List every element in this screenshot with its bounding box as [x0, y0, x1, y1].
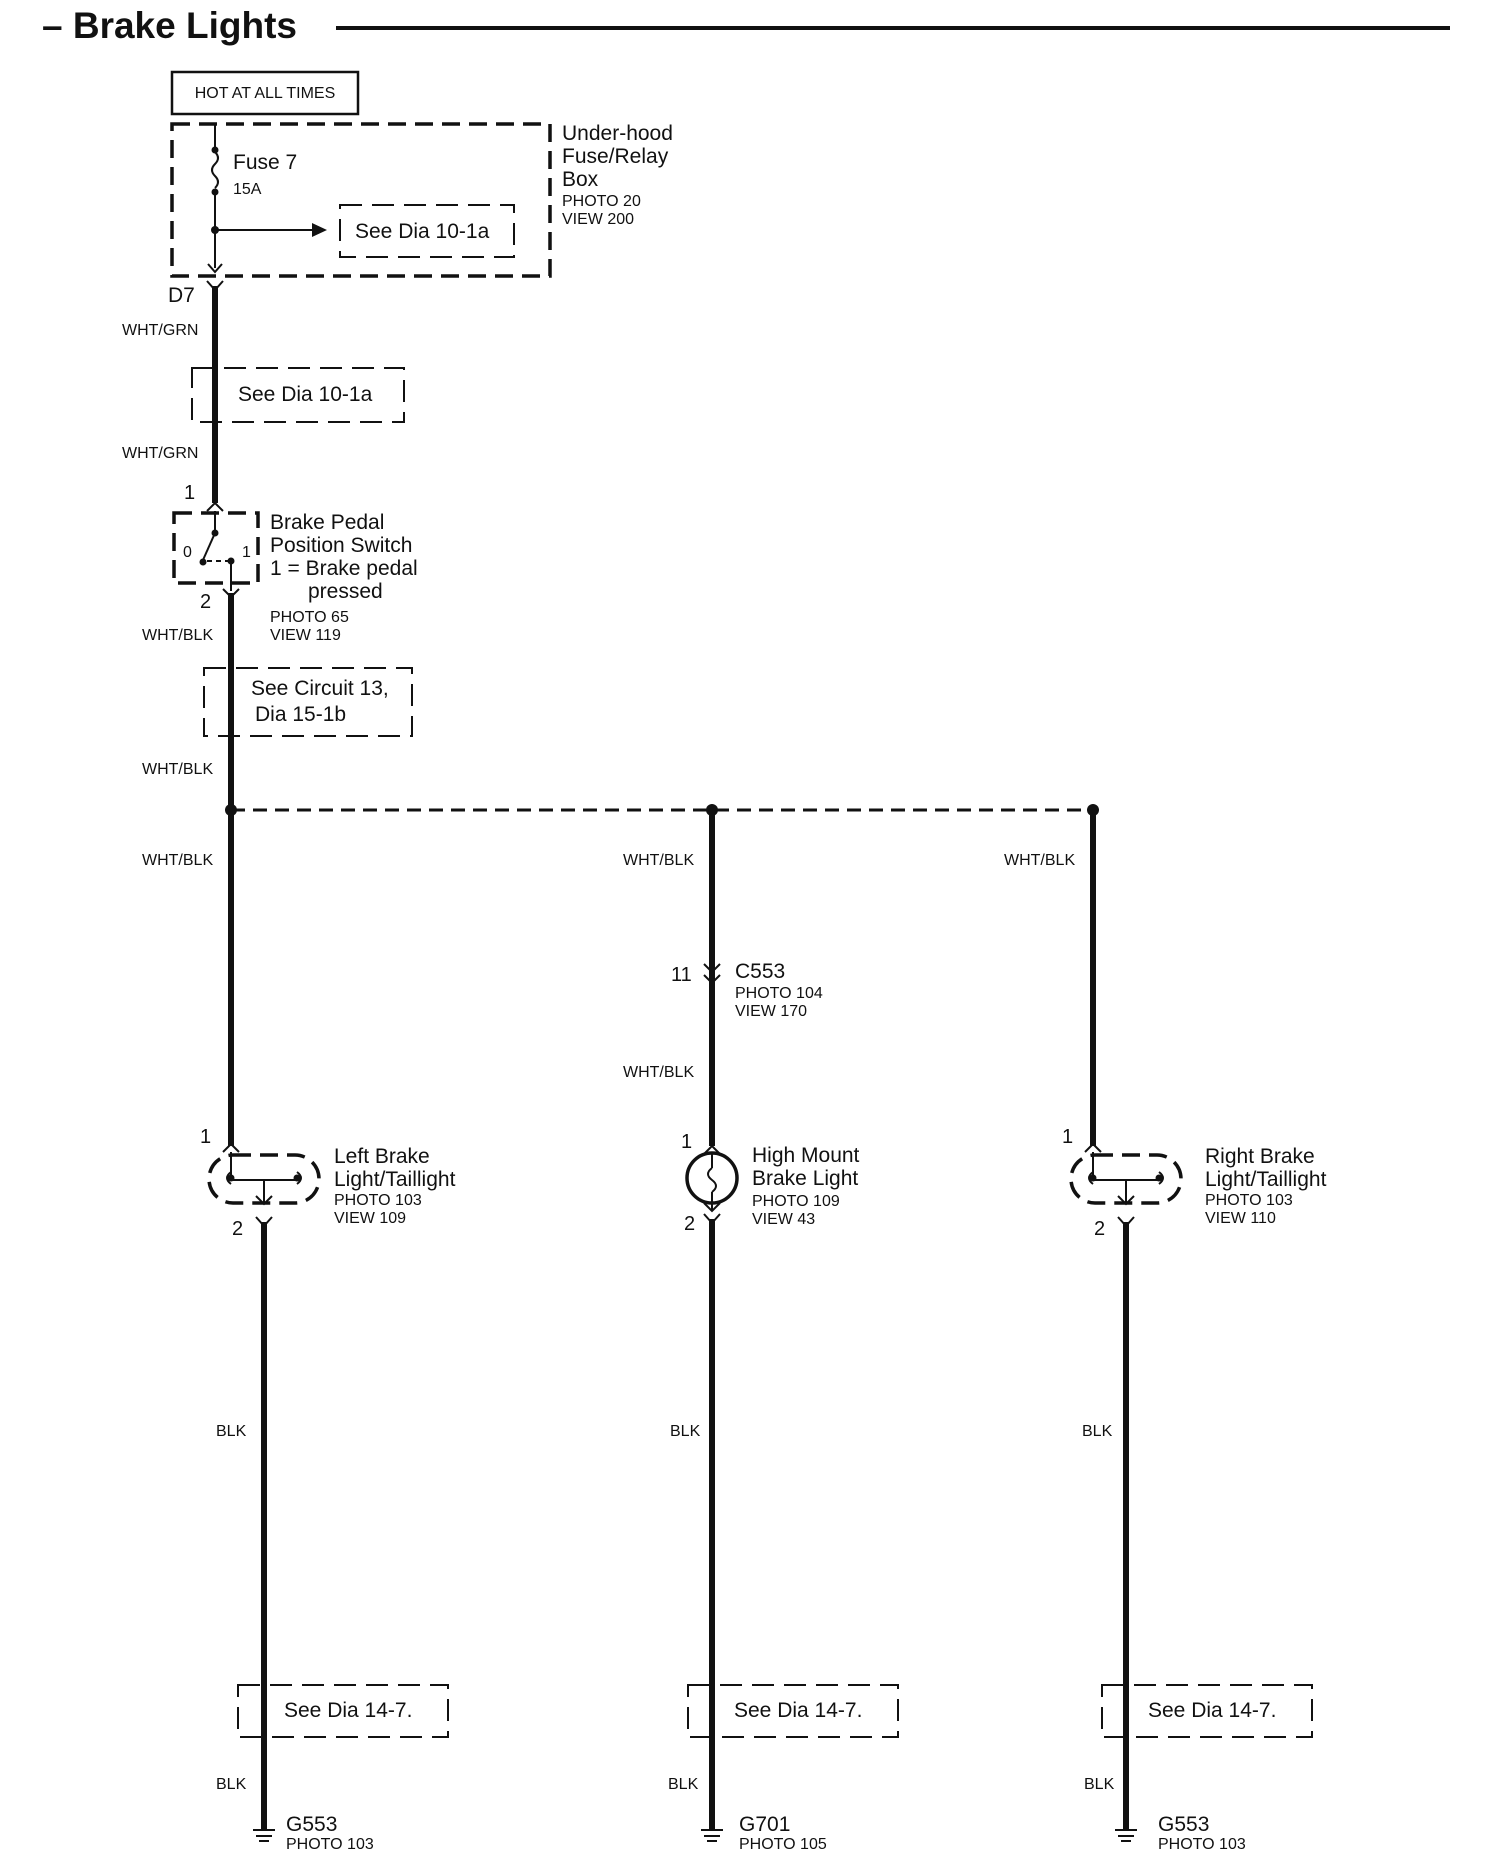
left-see-ref-text[interactable]: See Dia 14-7. [284, 1699, 412, 1722]
center-see-ref-box[interactable] [687, 1684, 899, 1738]
right-light-name-2: Light/Taillight [1205, 1168, 1327, 1191]
see-circuit-text-2[interactable]: Dia 15-1b [255, 703, 346, 726]
see-circuit-box[interactable] [203, 667, 413, 737]
left-light-view: VIEW 109 [334, 1210, 406, 1227]
wire-label-wht-blk-1: WHT/BLK [142, 627, 213, 644]
fuse-rating: 15A [233, 181, 262, 198]
switch-photo: PHOTO 65 [270, 609, 349, 626]
switch-pos-0: 0 [183, 544, 192, 561]
right-light-pin-2: 2 [1094, 1218, 1105, 1240]
hot-label: HOT AT ALL TIMES [195, 85, 336, 102]
wire-label-left-blk-1: BLK [216, 1423, 247, 1440]
right-see-ref-box[interactable] [1101, 1684, 1313, 1738]
see-ref-text-1[interactable]: See Dia 10-1a [355, 220, 490, 243]
wire-label-left-top: WHT/BLK [142, 852, 213, 869]
connector-c553-label: C553 [735, 960, 785, 983]
left-ground-photo: PHOTO 103 [286, 1836, 374, 1852]
fuse-relay-box: Fuse 7 15A See Dia 10-1a Under-hood Fuse… [170, 122, 673, 278]
switch-name-1: Brake Pedal [270, 511, 384, 534]
fuse-symbol [211, 151, 219, 189]
brake-pedal-switch: 1 0 1 2 Brake Pedal Position Switch 1 = … [172, 482, 418, 644]
branch-center: WHT/BLK 11 C553 PHOTO 104 VIEW 170 WHT/B… [623, 810, 899, 1852]
fuse-box-outline [170, 122, 552, 278]
right-light-pin-1: 1 [1062, 1126, 1073, 1148]
center-light-pin-1: 1 [681, 1131, 692, 1153]
fuse-box-name-2: Fuse/Relay [562, 145, 669, 168]
switch-name-2: Position Switch [270, 534, 412, 557]
fuse-box-view: VIEW 200 [562, 211, 634, 228]
switch-pos-1: 1 [242, 544, 251, 561]
right-see-ref-text[interactable]: See Dia 14-7. [1148, 1699, 1276, 1722]
branch-left: WHT/BLK 1 2 Left Brake Light/Taillight P… [142, 810, 456, 1852]
center-light-name-1: High Mount [752, 1144, 860, 1167]
right-light-name-1: Right Brake [1205, 1145, 1315, 1168]
switch-pin-2: 2 [200, 591, 211, 613]
wire-label-center-mid: WHT/BLK [623, 1064, 694, 1081]
see-circuit-text-1[interactable]: See Circuit 13, [251, 677, 389, 700]
connector-c553-symbol [703, 963, 721, 985]
page-title: – Brake Lights [42, 5, 297, 46]
right-light-photo: PHOTO 103 [1205, 1192, 1293, 1209]
center-light-photo: PHOTO 109 [752, 1193, 840, 1210]
left-light-name-1: Left Brake [334, 1145, 430, 1168]
switch-name-4: pressed [308, 580, 383, 603]
wire-label-right-blk-1: BLK [1082, 1423, 1113, 1440]
see-ref-text-2[interactable]: See Dia 10-1a [238, 383, 373, 406]
left-light-pin-1: 1 [200, 1126, 211, 1148]
wire-label-wht-blk-2: WHT/BLK [142, 761, 213, 778]
connector-c553-view: VIEW 170 [735, 1003, 807, 1020]
wire-label-center-blk-1: BLK [670, 1423, 701, 1440]
arrow-icon [312, 223, 327, 237]
center-bulb-filament-icon [707, 1167, 717, 1193]
see-ref-box-2[interactable] [191, 367, 405, 423]
branch-right: WHT/BLK 1 2 Right Brake Light/Taillight … [1004, 810, 1327, 1852]
wire-label-wht-grn-1: WHT/GRN [122, 322, 198, 339]
center-see-ref-text[interactable]: See Dia 14-7. [734, 1699, 862, 1722]
center-ground-label: G701 [739, 1813, 790, 1836]
wire-label-right-top: WHT/BLK [1004, 852, 1075, 869]
connector-c553-pin: 11 [671, 964, 692, 986]
fuse-box-name-1: Under-hood [562, 122, 673, 145]
right-ground-photo: PHOTO 103 [1158, 1836, 1246, 1852]
switch-name-3: 1 = Brake pedal [270, 557, 418, 580]
switch-pin-1: 1 [184, 482, 195, 504]
fuse-box-photo: PHOTO 20 [562, 193, 641, 210]
center-ground-photo: PHOTO 105 [739, 1836, 827, 1852]
left-light-photo: PHOTO 103 [334, 1192, 422, 1209]
switch-view: VIEW 119 [270, 627, 341, 644]
fuse-box-name-3: Box [562, 168, 599, 191]
right-bulb-filament-icon [1088, 1171, 1094, 1185]
left-light-pin-2: 2 [232, 1218, 243, 1240]
see-ref-box-1[interactable] [339, 204, 515, 258]
fuse-label: Fuse 7 [233, 151, 297, 174]
wire-label-center-top: WHT/BLK [623, 852, 694, 869]
hot-label-box [170, 70, 360, 116]
left-bulb-filament-icon [226, 1171, 232, 1185]
left-ground-label: G553 [286, 1813, 337, 1836]
connector-d7: D7 [168, 284, 195, 307]
left-light-name-2: Light/Taillight [334, 1168, 456, 1191]
wire-label-wht-grn-2: WHT/GRN [122, 445, 198, 462]
center-light-pin-2: 2 [684, 1213, 695, 1235]
wire-label-center-blk-2: BLK [668, 1776, 699, 1793]
ground-icon [701, 1829, 723, 1842]
ground-icon [1115, 1829, 1137, 1842]
right-ground-label: G553 [1158, 1813, 1209, 1836]
right-light-view: VIEW 110 [1205, 1210, 1276, 1227]
wire-label-right-blk-2: BLK [1084, 1776, 1115, 1793]
center-light-name-2: Brake Light [752, 1167, 858, 1190]
wire-label-left-blk-2: BLK [216, 1776, 247, 1793]
connector-c553-photo: PHOTO 104 [735, 985, 823, 1002]
left-see-ref-box[interactable] [237, 1684, 449, 1738]
center-light-view: VIEW 43 [752, 1211, 815, 1228]
ground-icon [253, 1829, 275, 1842]
